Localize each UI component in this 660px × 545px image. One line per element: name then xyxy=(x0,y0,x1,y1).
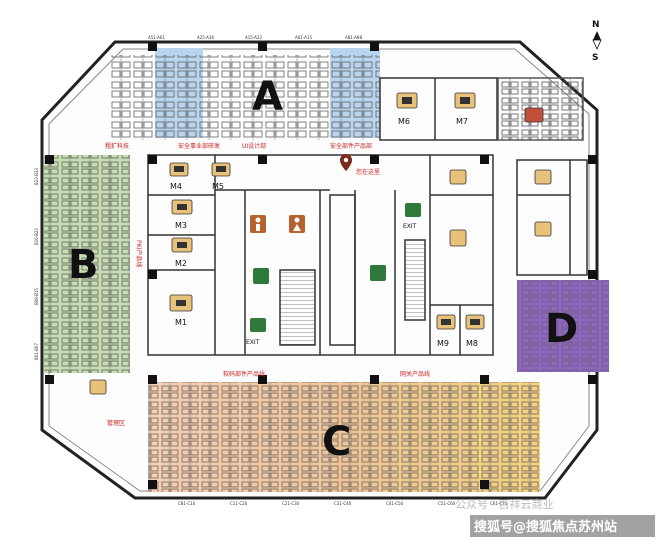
seat-code: C11-C20 xyxy=(230,501,248,506)
meeting-room-m7-label: M7 xyxy=(456,117,468,126)
zone-a-label: A xyxy=(252,74,283,120)
exit-icon xyxy=(250,318,266,332)
you-are-here-label: 您在这里 xyxy=(356,168,380,176)
seat-code: A15-A22 xyxy=(245,35,262,40)
seat-codes-left: B23-B33 B16-B22 B08-B15 B01-B07 xyxy=(34,168,39,360)
watermark-line-1: 公众号 · 百祥云商业 xyxy=(455,497,554,511)
seat-code: B23-B33 xyxy=(34,168,39,185)
meeting-room-m2-label: M2 xyxy=(175,259,187,268)
watermark-line-2: 搜狐号@搜狐焦点苏州站 xyxy=(474,519,617,535)
dept-label: 网关产品线 xyxy=(400,370,430,378)
watermark: 公众号 · 百祥云商业 搜狐号@搜狐焦点苏州站 xyxy=(455,497,655,537)
dept-label: 管理区 xyxy=(107,419,125,427)
dining-icon xyxy=(524,107,544,123)
meeting-room-icon xyxy=(449,169,467,185)
zone-a: A xyxy=(110,48,380,140)
seat-code: C41-C50 xyxy=(386,501,404,506)
meeting-room-m4: M4 xyxy=(169,162,189,191)
you-are-here-marker: 您在这里 xyxy=(340,154,380,176)
exit-icon xyxy=(405,203,421,217)
seat-code: A51-A61 xyxy=(148,35,165,40)
seat-code: B08-B15 xyxy=(34,288,39,305)
zone-c-label: C xyxy=(322,419,351,465)
department-labels: 粗犷科技 安全事业部研发 UI设计部 安全部件产品部 软码部件产品线 网关产品线… xyxy=(105,142,430,427)
meeting-room-icon xyxy=(89,379,107,395)
meeting-room-m4-label: M4 xyxy=(170,182,182,191)
meeting-room-m6-label: M6 xyxy=(398,117,410,126)
meeting-room-icon xyxy=(449,229,467,247)
central-core xyxy=(147,154,494,356)
dept-label: 安全部件产品部 xyxy=(330,142,372,150)
meeting-rooms: M1 M2 M3 M4 M5 M6 M7 xyxy=(89,92,552,395)
compass-south-label: S xyxy=(592,53,598,63)
elevator-icon xyxy=(370,265,386,281)
seat-code: B01-B07 xyxy=(34,343,39,360)
meeting-room-m6: M6 xyxy=(396,92,418,126)
zone-d-label: D xyxy=(545,306,578,352)
meeting-room-m3: M3 xyxy=(171,199,193,230)
meeting-room-m7: M7 xyxy=(454,92,476,126)
meeting-room-m2: M2 xyxy=(171,237,193,268)
elevator-icon xyxy=(253,268,269,284)
zone-c: C xyxy=(148,382,540,492)
zone-d: D xyxy=(517,280,609,372)
meeting-room-m9: M9 xyxy=(436,314,456,348)
dept-label: 粗犷科技 xyxy=(105,142,129,150)
seat-code: B16-B22 xyxy=(34,228,39,245)
meeting-room-m8-label: M8 xyxy=(466,339,478,348)
meeting-room-m8: M8 xyxy=(465,314,485,348)
pillars xyxy=(45,42,597,489)
seat-code: C31-C40 xyxy=(334,501,352,506)
zone-b-label: B xyxy=(68,242,99,288)
seat-code: A25-A36 xyxy=(197,35,214,40)
meeting-room-m5: M5 xyxy=(211,162,231,191)
core-facilities: EXIT EXIT xyxy=(246,203,421,346)
seat-codes-bottom: C81-C10 C11-C20 C21-C30 C31-C40 C41-C50 … xyxy=(178,501,508,506)
seat-code: C51-C60 xyxy=(438,501,456,506)
compass: N S xyxy=(592,20,602,63)
seat-code: C61-C70 xyxy=(490,501,508,506)
dept-label: PKI产品线 xyxy=(135,240,143,267)
right-wing xyxy=(516,159,588,276)
location-pin-icon xyxy=(340,154,352,171)
seat-code: C21-C30 xyxy=(282,501,300,506)
exit-right-label: EXIT xyxy=(403,223,417,230)
meeting-room-m1: M1 xyxy=(169,294,193,327)
seat-code: C81-C10 xyxy=(178,501,196,506)
meeting-room-m9-label: M9 xyxy=(437,339,449,348)
top-right-block xyxy=(379,77,584,141)
seat-code: A01-A15 xyxy=(295,35,312,40)
zone-b: B xyxy=(44,155,130,373)
meeting-room-m3-label: M3 xyxy=(175,221,187,230)
exit-left-label: EXIT xyxy=(246,339,260,346)
compass-north-label: N xyxy=(592,20,600,30)
dept-label: 软码部件产品线 xyxy=(223,370,265,378)
meeting-room-icon xyxy=(534,221,552,237)
compass-arrow-icon xyxy=(593,31,601,40)
dept-label: UI设计部 xyxy=(242,142,266,150)
meeting-room-m5-label: M5 xyxy=(212,182,224,191)
meeting-room-m1-label: M1 xyxy=(175,318,187,327)
seat-codes-top: A51-A61 A25-A36 A15-A22 A01-A15 A81-A88 xyxy=(148,35,362,40)
meeting-room-icon xyxy=(534,169,552,185)
dept-label: 安全事业部研发 xyxy=(178,142,220,150)
seat-code: A81-A88 xyxy=(345,35,362,40)
